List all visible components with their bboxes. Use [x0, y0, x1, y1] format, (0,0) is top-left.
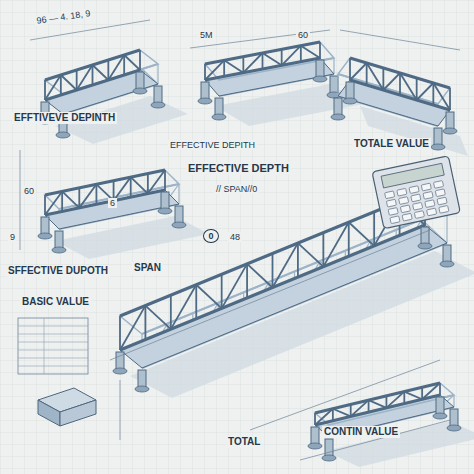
dimension-lines — [20, 20, 460, 460]
dimension-label: SFFECTIVE DUPOTH — [6, 265, 110, 277]
dimension-label: EFFECTIVE DEPTH — [186, 162, 291, 175]
dimension-label: EFFECTIVE DEPITH — [168, 140, 257, 150]
table-sketch — [18, 318, 88, 374]
dimension-label: 60 — [22, 186, 36, 196]
dimension-label: 60 — [296, 30, 310, 40]
dimension-label: 6 — [108, 198, 117, 208]
dimension-label: SPAN — [132, 262, 163, 274]
dimension-label: 5M — [198, 30, 215, 40]
truss-bridge — [38, 170, 209, 259]
dimension-label: TOTALE VALUE — [352, 138, 431, 150]
dimension-label: EFFTIVEVE DEPINTH — [12, 112, 117, 124]
truss-bridge — [113, 191, 474, 398]
truss-bridge — [331, 58, 468, 156]
truss-bridge — [38, 50, 188, 144]
dimension-label: 96 — 4. 18, 9 — [34, 8, 93, 26]
truss-bridge — [198, 42, 364, 126]
dimension-label: 9 — [8, 232, 17, 242]
dimension-label: CONTIN VALUE — [322, 426, 400, 438]
dimension-label: // SPAN//0 — [214, 184, 259, 194]
callout-number: 0 — [203, 229, 219, 243]
block-sketch — [38, 388, 96, 426]
dimension-label: BASIC VALUE — [20, 296, 91, 308]
dimension-label: 48 — [228, 232, 242, 242]
calculator — [372, 156, 460, 229]
dimension-label: TOTAL — [226, 436, 262, 448]
bridge-group — [38, 42, 474, 467]
truss-bridge — [308, 383, 474, 467]
